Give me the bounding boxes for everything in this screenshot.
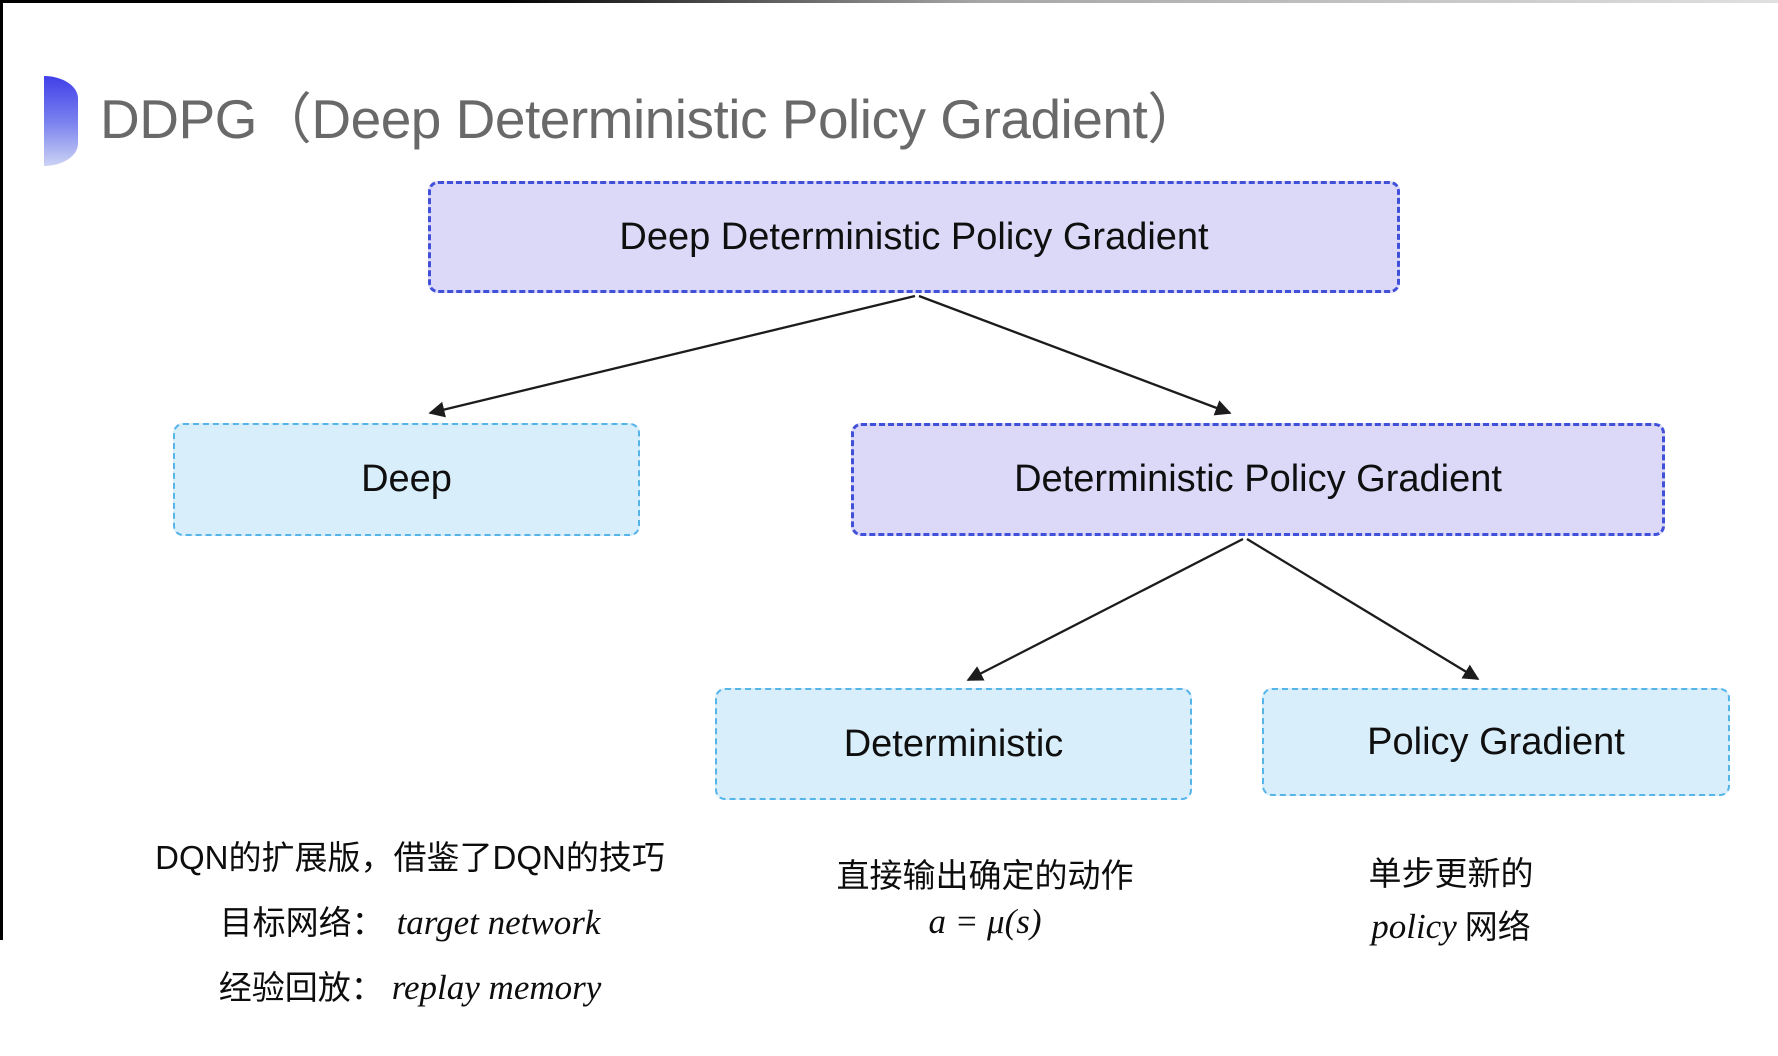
node-dpg-label: Deterministic Policy Gradient (1014, 458, 1502, 500)
note-deterministic-line1: 直接输出确定的动作 (836, 857, 1134, 894)
note-deep-line3-en: replay memory (391, 968, 602, 1007)
arrow-root-to-dpg (918, 294, 1232, 416)
note-deep-line2-zh: 目标网络： (219, 904, 385, 941)
note-deep-line1: DQN的扩展版，借鉴了DQN的技巧 (155, 839, 665, 876)
note-deterministic-formula: a = μ(s) (928, 902, 1042, 941)
arrow-dpg-to-policy-gradient (1246, 538, 1480, 680)
node-deep-deterministic-policy-gradient: Deep Deterministic Policy Gradient (428, 181, 1400, 293)
note-deep-line2-en: target network (396, 903, 601, 942)
node-policy-gradient: Policy Gradient (1262, 688, 1730, 796)
node-deterministic-policy-gradient: Deterministic Policy Gradient (851, 423, 1665, 536)
note-deep-line2: 目标网络： target network (110, 896, 710, 944)
title-accent-semicircle-icon (44, 76, 78, 166)
node-policy-gradient-label: Policy Gradient (1367, 720, 1625, 763)
node-deep-label: Deep (361, 458, 452, 500)
node-deterministic-label: Deterministic (843, 722, 1064, 765)
note-policy-gradient-line1: 单步更新的 (1368, 855, 1534, 892)
node-deep: Deep (173, 423, 640, 536)
note-deterministic: 直接输出确定的动作 a = μ(s) (785, 849, 1185, 947)
node-root-label: Deep Deterministic Policy Gradient (619, 215, 1209, 258)
note-deep-line3: 经验回放：replay memory (110, 961, 710, 1009)
arrow-root-to-deep (428, 294, 916, 418)
arrow-dpg-to-deterministic (966, 537, 1244, 682)
node-deterministic: Deterministic (715, 688, 1192, 800)
note-deep: DQN的扩展版，借鉴了DQN的技巧 目标网络： target network 经验… (110, 831, 710, 1026)
window-edge-top (0, 0, 1778, 3)
note-policy-gradient-line2-en: policy (1371, 907, 1457, 946)
slide-title: DDPG（Deep Deterministic Policy Gradient） (100, 88, 1202, 150)
note-policy-gradient-line2-zh: 网络 (1464, 908, 1531, 945)
note-deep-line3-zh: 经验回放： (218, 969, 384, 1006)
window-edge-left (0, 0, 3, 940)
